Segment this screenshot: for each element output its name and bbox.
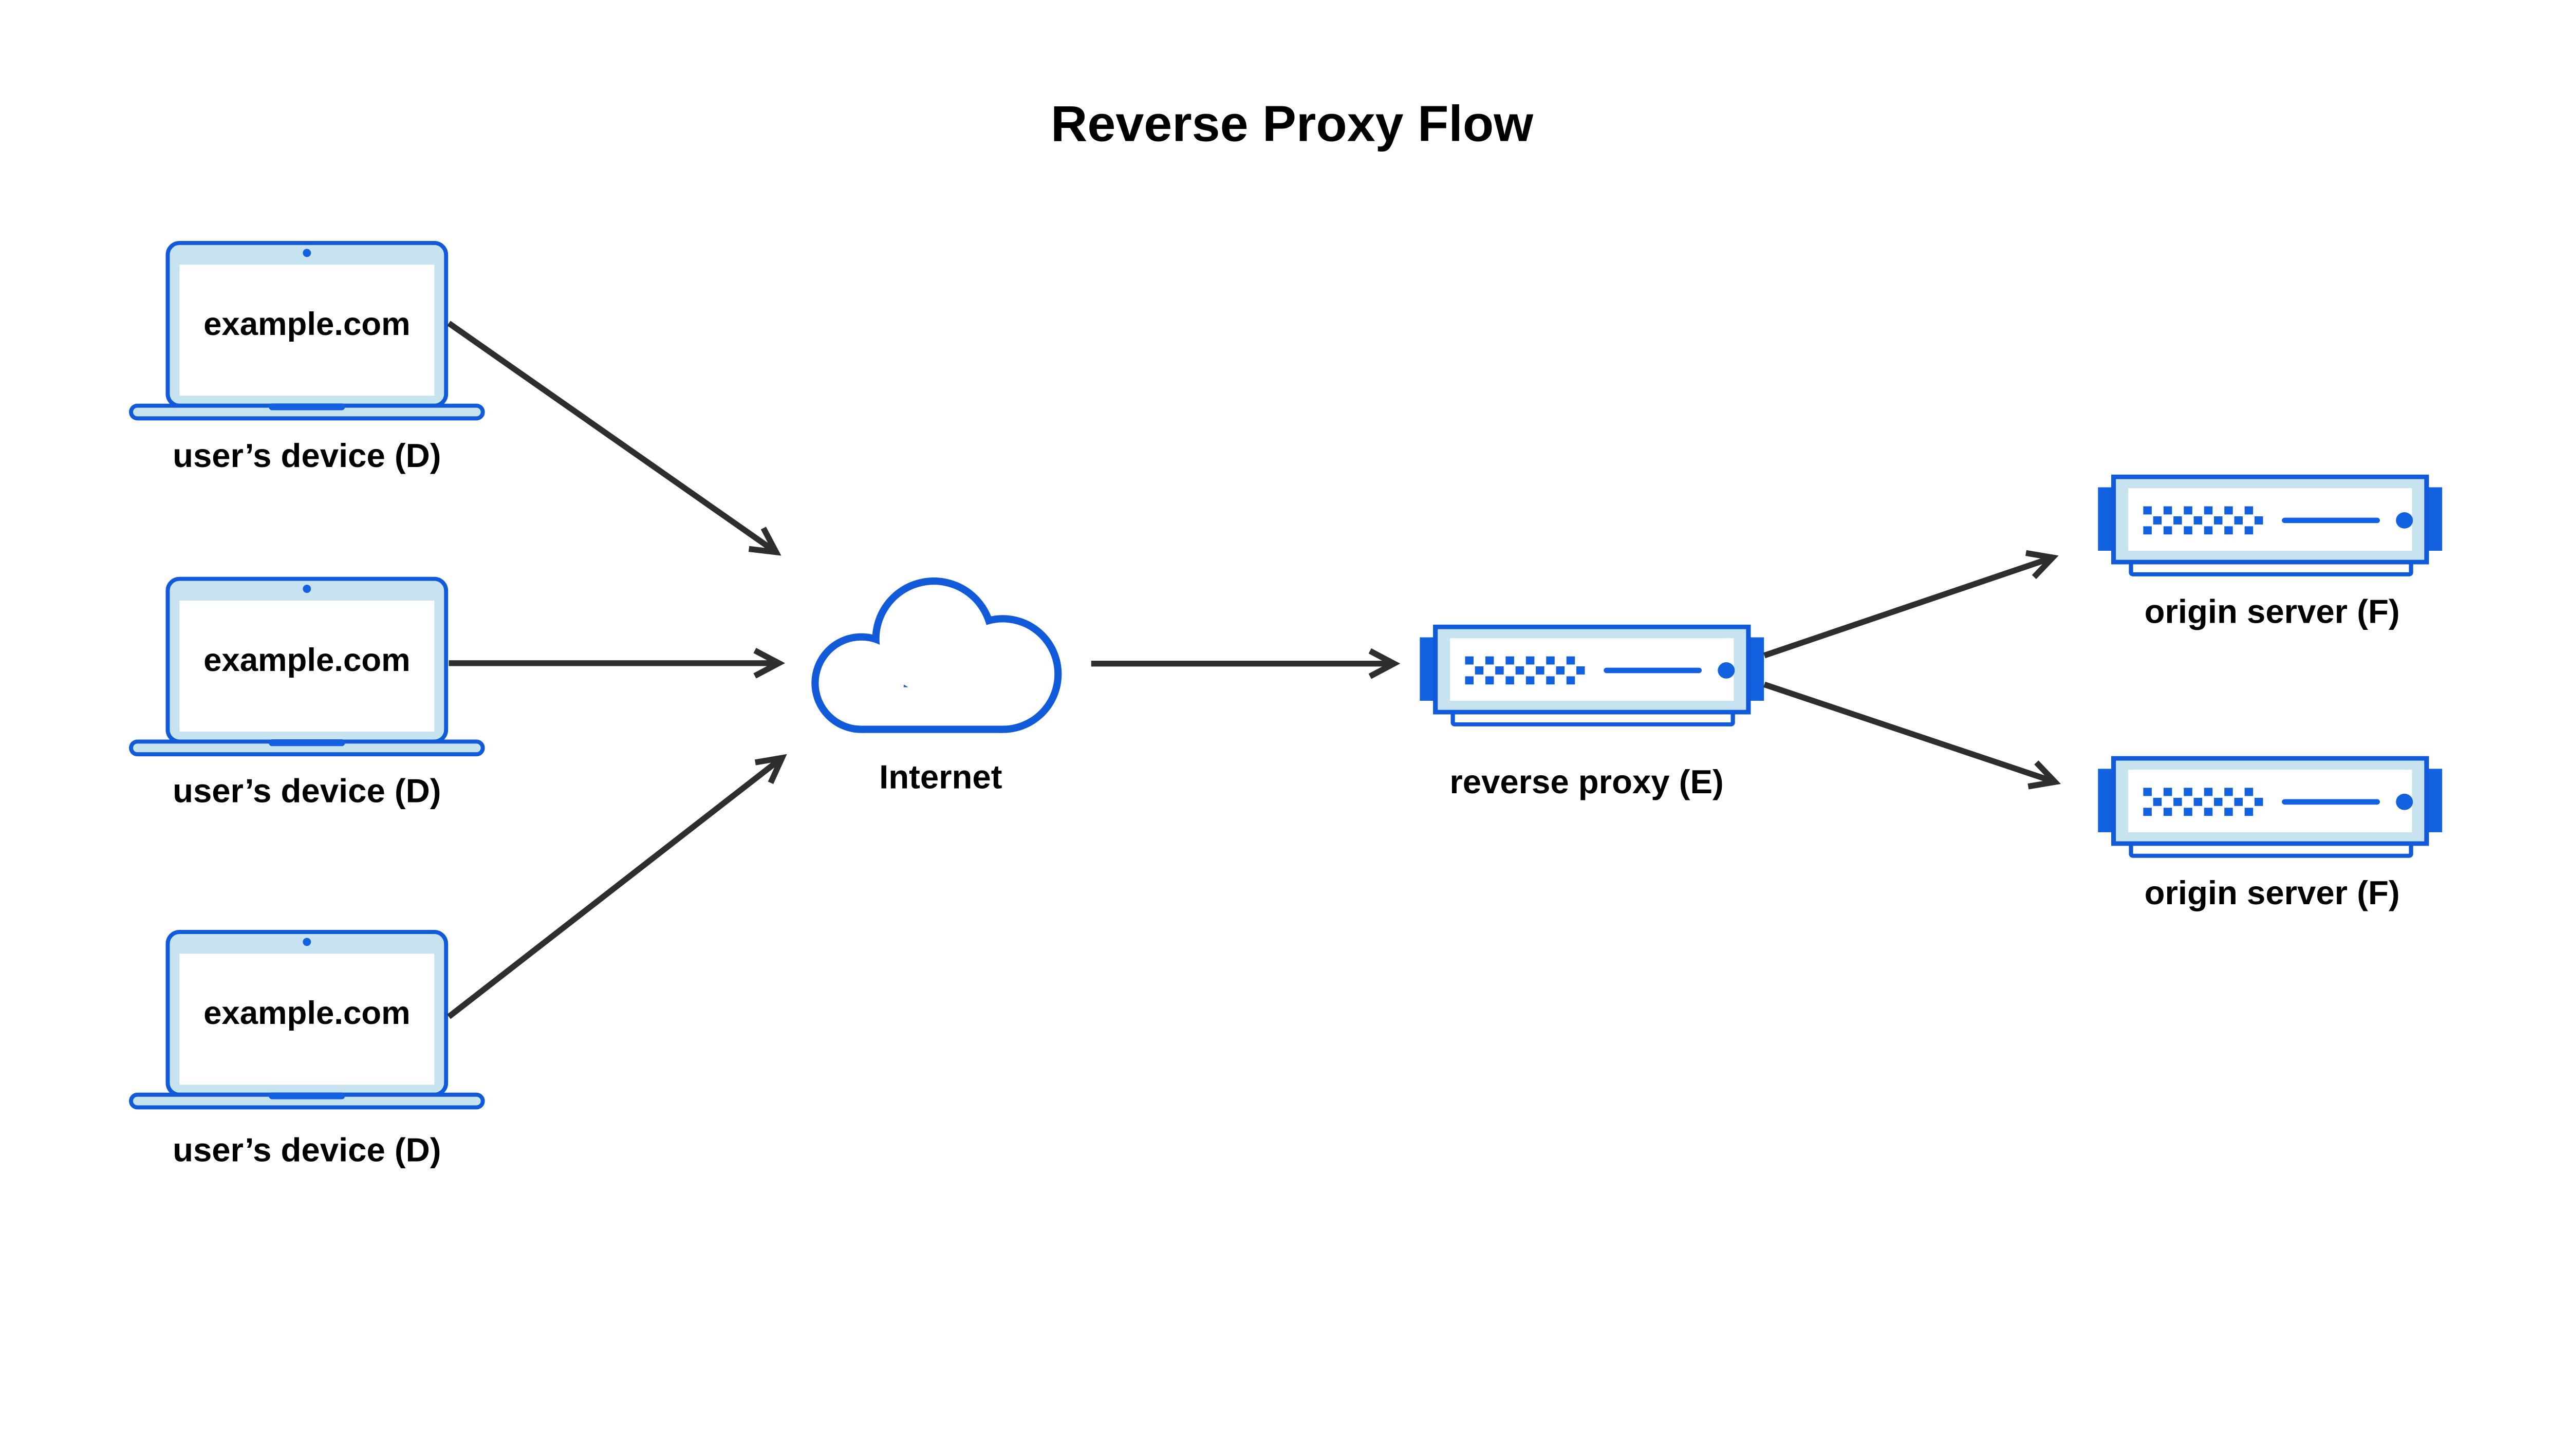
user-device-1: example.com user’s device (D) (131, 243, 483, 474)
arrow-internet-to-proxy (1091, 648, 1401, 679)
arrow-proxy-to-origin1 (1763, 550, 2059, 659)
page-title: Reverse Proxy Flow (1051, 95, 1534, 152)
internet-label: Internet (879, 758, 1002, 795)
reverse-proxy-flow-diagram: Reverse Proxy Flow example.com user’s de… (0, 95, 2569, 1169)
diagram-canvas: Reverse Proxy Flow example.com user’s de… (0, 95, 2569, 1168)
rack-server-icon (2098, 758, 2442, 856)
internet-node: Internet (811, 577, 1062, 795)
origin-server-1-node: origin server (F) (2098, 477, 2442, 630)
cloud-icon (811, 577, 1062, 733)
reverse-proxy-label: reverse proxy (E) (1449, 763, 1723, 800)
arrow-device3-to-internet (446, 754, 787, 1019)
origin-server-1-label: origin server (F) (2145, 592, 2400, 630)
arrow-device2-to-internet (449, 648, 786, 679)
user-device-3: example.com user’s device (D) (131, 932, 483, 1168)
origin-server-2-label: origin server (F) (2145, 874, 2400, 911)
user-device-2: example.com user’s device (D) (131, 579, 483, 810)
rack-server-icon (2098, 477, 2442, 574)
device-3-screen-text: example.com (203, 995, 410, 1031)
device-3-label: user’s device (D) (173, 1131, 441, 1168)
device-2-label: user’s device (D) (173, 772, 441, 810)
origin-server-2-node: origin server (F) (2098, 758, 2442, 911)
rack-server-icon (1420, 627, 1764, 724)
device-2-screen-text: example.com (203, 642, 410, 678)
reverse-proxy-node: reverse proxy (E) (1420, 627, 1764, 800)
device-1-screen-text: example.com (203, 306, 410, 342)
device-1-label: user’s device (D) (173, 437, 441, 474)
arrow-proxy-to-origin2 (1763, 681, 2061, 790)
arrow-device1-to-internet (447, 321, 781, 556)
